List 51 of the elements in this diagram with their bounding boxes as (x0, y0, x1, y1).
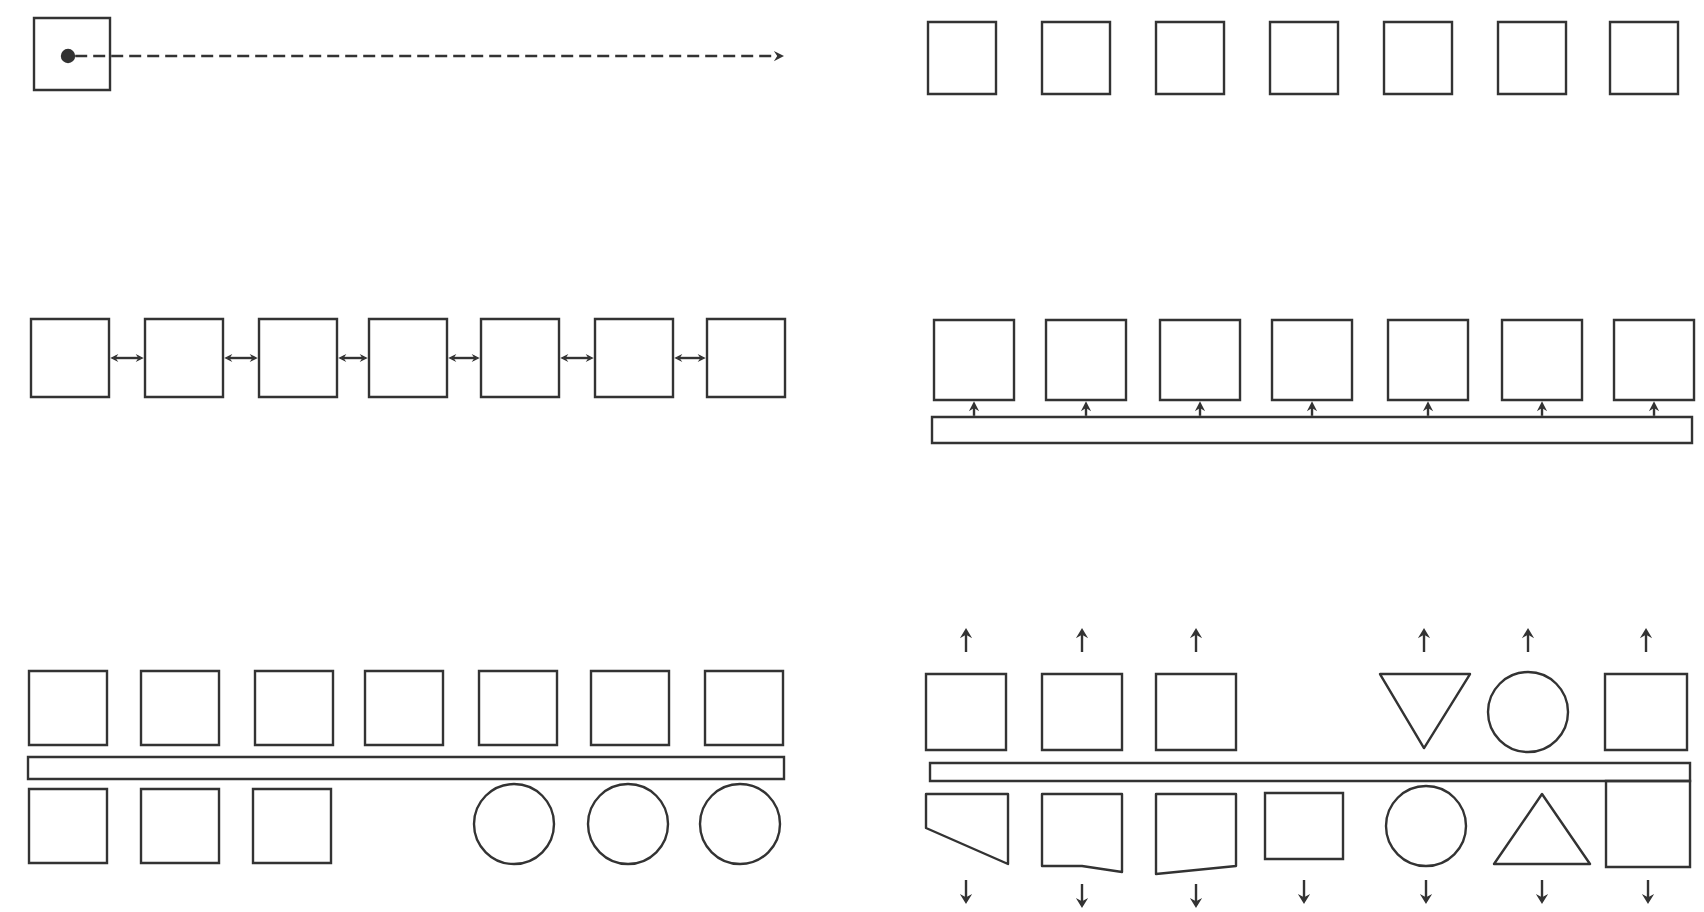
box (1382, 20, 1454, 96)
box (1263, 791, 1345, 861)
box (1608, 20, 1680, 96)
box (27, 787, 109, 865)
circle (698, 782, 782, 866)
circle (1486, 670, 1570, 754)
circle (586, 782, 670, 866)
box (589, 669, 671, 747)
box (1040, 20, 1112, 96)
box (27, 669, 109, 747)
box (1158, 318, 1242, 402)
box (926, 20, 998, 96)
bar (930, 415, 1694, 445)
bar (928, 761, 1692, 783)
box (1268, 20, 1340, 96)
box (367, 317, 449, 399)
box (1386, 318, 1470, 402)
box (143, 317, 225, 399)
triangle (1492, 792, 1592, 866)
box (363, 669, 445, 747)
box (1500, 318, 1584, 402)
box (1270, 318, 1354, 402)
box (593, 317, 675, 399)
box (932, 318, 1016, 402)
box (1040, 672, 1124, 752)
box (32, 16, 112, 92)
box (1612, 318, 1696, 402)
box (1603, 672, 1689, 752)
box (29, 317, 111, 399)
box (1154, 20, 1226, 96)
box (1604, 779, 1692, 869)
box (139, 787, 221, 865)
box (1154, 672, 1238, 752)
box (251, 787, 333, 865)
box (1040, 792, 1124, 874)
box (703, 669, 785, 747)
box (139, 669, 221, 747)
box (479, 317, 561, 399)
box (257, 317, 339, 399)
circle (1384, 784, 1468, 868)
box (1044, 318, 1128, 402)
triangle (1378, 672, 1472, 750)
box (1496, 20, 1568, 96)
box (1154, 792, 1238, 876)
box (924, 792, 1010, 866)
box (705, 317, 787, 399)
box (253, 669, 335, 747)
box (924, 672, 1008, 752)
bar (26, 755, 786, 781)
circle (472, 782, 556, 866)
box (477, 669, 559, 747)
